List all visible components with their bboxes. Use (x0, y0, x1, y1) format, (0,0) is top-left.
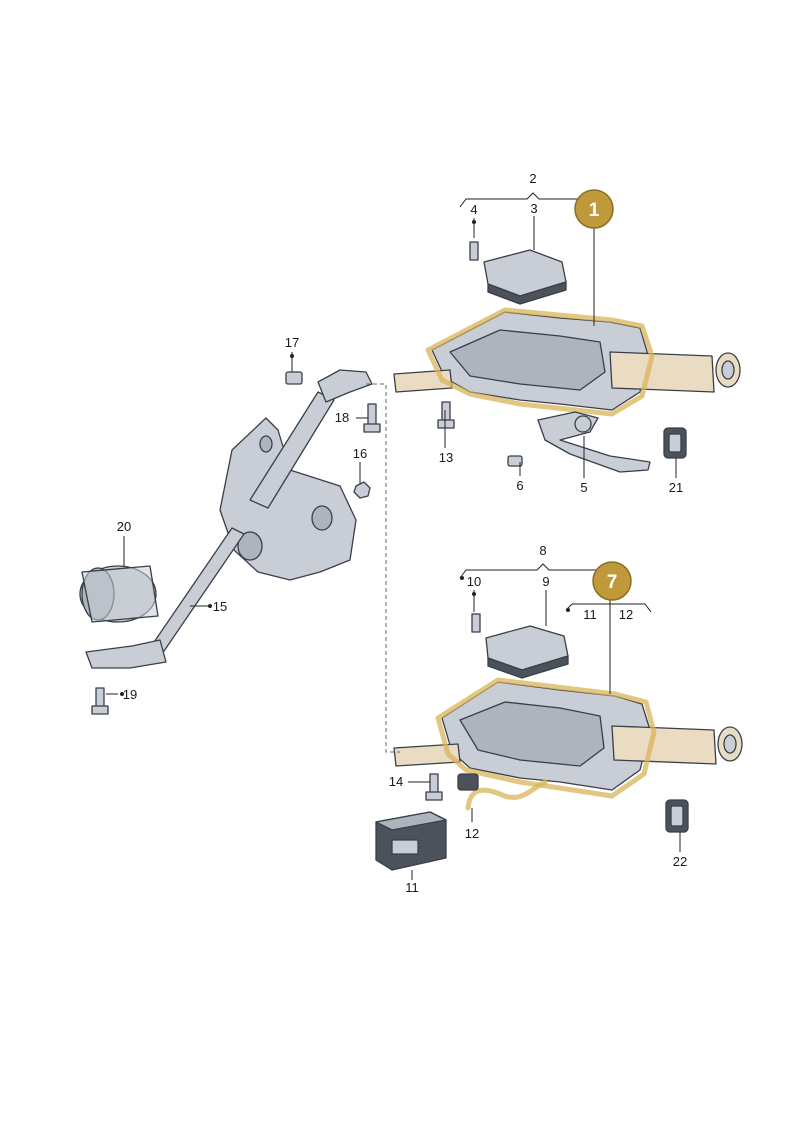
bolts (91, 241, 523, 801)
callout-15[interactable]: 15 (213, 599, 227, 614)
callout-3[interactable]: 3 (530, 201, 537, 216)
callout-6[interactable]: 6 (516, 478, 523, 493)
callout-2[interactable]: 2 (529, 171, 536, 186)
badge-7-label: 7 (607, 572, 618, 593)
callout-10[interactable]: 10 (467, 574, 481, 589)
callout-16[interactable]: 16 (353, 446, 367, 461)
control-unit-3[interactable] (483, 249, 567, 305)
callout-11[interactable]: 11 (405, 880, 419, 895)
sleeve-20[interactable] (79, 565, 159, 623)
callout-13[interactable]: 13 (439, 450, 453, 465)
callout-9[interactable]: 9 (542, 574, 549, 589)
callout-5[interactable]: 5 (580, 480, 587, 495)
bulkhead-seal[interactable] (219, 417, 357, 581)
callout-4[interactable]: 4 (470, 202, 477, 217)
callout-22[interactable]: 22 (673, 854, 687, 869)
control-unit-9[interactable] (485, 625, 569, 679)
steering-column-upper[interactable] (393, 307, 741, 473)
badge-1-label: 1 (589, 200, 600, 221)
callout-8[interactable]: 8 (539, 543, 546, 558)
callout-19[interactable]: 19 (123, 687, 137, 702)
steering-column-lower[interactable] (393, 677, 743, 833)
reference-line (366, 383, 400, 753)
callout-21[interactable]: 21 (669, 480, 683, 495)
callout-18[interactable]: 18 (335, 410, 349, 425)
callout-20[interactable]: 20 (117, 519, 131, 534)
arrow-dots (120, 220, 570, 696)
control-unit-11[interactable] (375, 811, 447, 871)
callout-17[interactable]: 17 (285, 335, 299, 350)
badge-7[interactable]: 7 (592, 561, 632, 601)
callout-14[interactable]: 14 (389, 774, 403, 789)
callout-12-bracket[interactable]: 12 (619, 607, 633, 622)
callout-11-bracket[interactable]: 11 (583, 607, 597, 622)
callout-12[interactable]: 12 (465, 826, 479, 841)
callout-labels: 2 3 4 5 6 8 9 10 11 12 11 12 13 14 15 16… (117, 171, 687, 895)
badge-1[interactable]: 1 (574, 189, 614, 229)
intermediate-shaft-15[interactable] (85, 369, 373, 669)
